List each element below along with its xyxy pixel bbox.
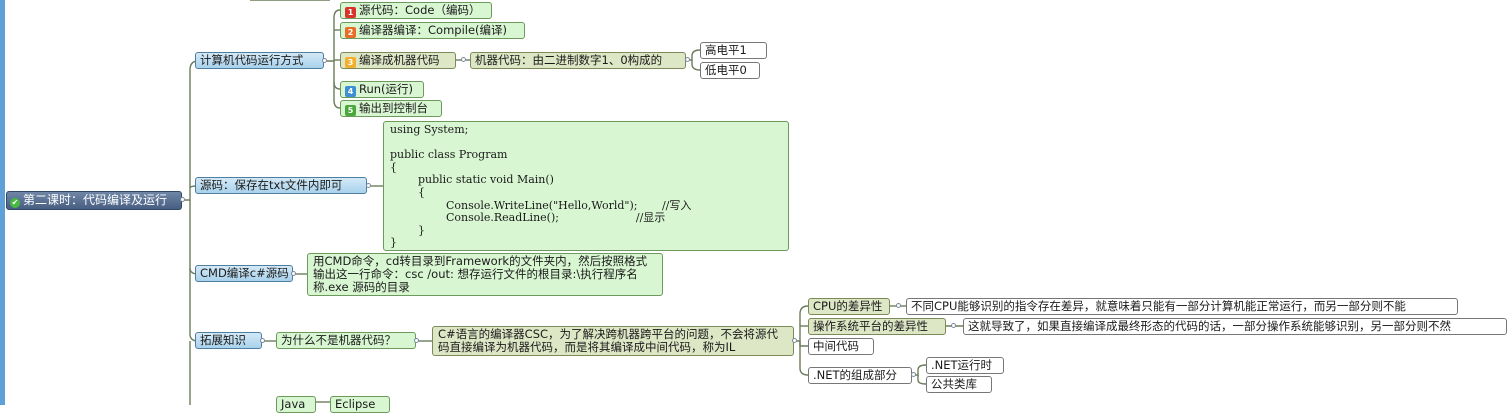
collapse-dot-branch4[interactable] <box>260 338 265 343</box>
branch-source-code[interactable]: 源码：保存在txt文件内即可 <box>195 177 367 194</box>
collapse-dot-cpu[interactable] <box>896 303 901 308</box>
collapse-dot-answer[interactable] <box>792 338 797 343</box>
reason-os-label: 操作系统平台的差异性 <box>813 319 928 333</box>
reason-cpu[interactable]: CPU的差异性 <box>808 298 890 315</box>
number-2-icon: 2 <box>345 27 356 38</box>
root-topic[interactable]: ✔第二课时：代码编译及运行 <box>6 191 182 210</box>
answer-node[interactable]: C#语言的编译器CSC，为了解决跨机器跨平台的问题，不会将源代码直接编译为机器代… <box>432 326 794 356</box>
left-edge-bar <box>0 0 5 405</box>
machine-code-node[interactable]: 机器代码：由二进制数字1、0构成的 <box>470 52 686 69</box>
collapse-dot-branch3[interactable] <box>291 271 296 276</box>
checkmark-icon: ✔ <box>10 198 20 208</box>
collapse-dot-root[interactable] <box>180 197 185 202</box>
net-components-label: .NET的组成部分 <box>813 368 898 382</box>
step-3-label: 编译成机器代码 <box>359 53 440 67</box>
branch-cmd-compile[interactable]: CMD编译c#源码 <box>195 265 293 282</box>
step-4-label: Run(运行) <box>359 82 414 96</box>
number-4-icon: 4 <box>345 86 356 97</box>
collapse-dot-os[interactable] <box>951 323 956 328</box>
cmd-detail-label: 用CMD命令，cd转目录到Framework的文件夹内，然后按照格式输出这一行命… <box>313 254 648 294</box>
level-high-label: 高电平1 <box>705 43 747 57</box>
cmd-detail-node[interactable]: 用CMD命令，cd转目录到Framework的文件夹内，然后按照格式输出这一行命… <box>307 253 663 296</box>
level-high-node[interactable]: 高电平1 <box>700 42 767 59</box>
collapse-dot-net[interactable] <box>911 372 916 377</box>
reason-os-detail[interactable]: 这就导致了，如果直接编译成最终形态的代码的话，一部分操作系统能够识别，另一部分则… <box>963 318 1507 335</box>
collapse-dot-branch1[interactable] <box>322 58 327 63</box>
branch-extended-knowledge[interactable]: 拓展知识 <box>195 332 262 349</box>
class-library-label: 公共类库 <box>931 377 977 391</box>
number-3-icon: 3 <box>345 57 356 68</box>
step-2-label: 编译器编译：Compile(编译) <box>359 23 508 37</box>
java-label: Java <box>281 397 306 411</box>
branch-code-execution-label: 计算机代码运行方式 <box>200 53 304 67</box>
step-5-label: 输出到控制台 <box>359 101 428 115</box>
question-label: 为什么不是机器代码？ <box>281 333 396 347</box>
collapse-dot-branch2[interactable] <box>366 183 371 188</box>
root-topic-label: 第二课时：代码编译及运行 <box>23 193 168 207</box>
number-5-icon: 5 <box>345 105 356 116</box>
level-low-node[interactable]: 低电平0 <box>700 62 760 79</box>
reason-os-detail-label: 这就导致了，如果直接编译成最终形态的代码的话，一部分操作系统能够识别，另一部分则… <box>968 319 1451 333</box>
question-node[interactable]: 为什么不是机器代码？ <box>276 332 416 349</box>
collapse-dot-step3[interactable] <box>461 57 466 62</box>
answer-label: C#语言的编译器CSC，为了解决跨机器跨平台的问题，不会将源代码直接编译为机器代… <box>438 327 779 354</box>
intermediate-code-label: 中间代码 <box>813 339 859 353</box>
collapse-dot-question[interactable] <box>414 338 419 343</box>
machine-code-label: 机器代码：由二进制数字1、0构成的 <box>475 53 663 67</box>
code-snippet[interactable]: using System; public class Program { pub… <box>383 121 789 251</box>
class-library-node[interactable]: 公共类库 <box>926 376 992 393</box>
level-low-label: 低电平0 <box>705 63 747 77</box>
branch-code-execution[interactable]: 计算机代码运行方式 <box>195 52 324 69</box>
net-components-node[interactable]: .NET的组成部分 <box>808 367 912 384</box>
reason-cpu-detail[interactable]: 不同CPU能够识别的指令存在差异，就意味着只能有一部分计算机能正常运行，而另一部… <box>906 298 1458 315</box>
reason-os[interactable]: 操作系统平台的差异性 <box>808 318 946 335</box>
reason-cpu-detail-label: 不同CPU能够识别的指令存在差异，就意味着只能有一部分计算机能正常运行，而另一部… <box>911 299 1406 313</box>
branch-cmd-compile-label: CMD编译c#源码 <box>200 266 289 280</box>
collapse-dot-machine[interactable] <box>685 57 690 62</box>
branch-extended-knowledge-label: 拓展知识 <box>200 333 246 347</box>
branch-source-code-label: 源码：保存在txt文件内即可 <box>200 178 343 192</box>
net-runtime-label: .NET运行时 <box>931 358 993 372</box>
number-1-icon: 1 <box>345 7 356 18</box>
eclipse-label: Eclipse <box>335 397 376 411</box>
reason-cpu-label: CPU的差异性 <box>813 299 883 313</box>
step-1-label: 源代码：Code（编码） <box>359 3 481 17</box>
intermediate-code-node[interactable]: 中间代码 <box>808 338 874 355</box>
net-runtime-node[interactable]: .NET运行时 <box>926 357 1004 374</box>
